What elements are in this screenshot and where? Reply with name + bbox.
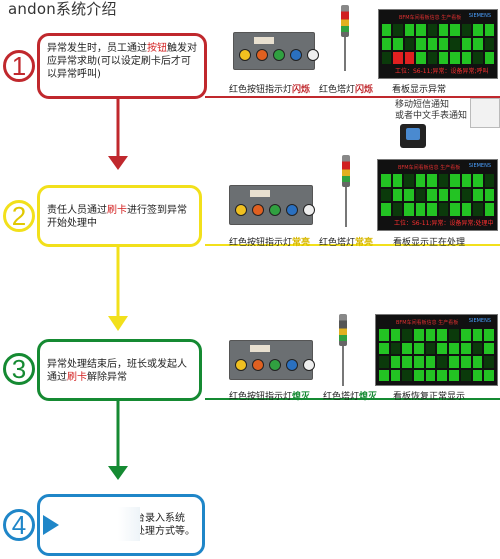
notify-line-1: 移动短信通知	[395, 100, 450, 110]
step-2-box: 责任人员通过刷卡进行签到异常开始处理中	[37, 185, 202, 247]
step-3-text-a: 异常处理结束后，班长或发起人通过	[47, 359, 187, 383]
sms-screenshot	[470, 98, 500, 128]
board-3-cells	[379, 329, 494, 381]
step-4-text-a: 台录入系统	[135, 513, 185, 524]
board-3-title: BFM车间看板信息 生产看板	[396, 320, 459, 326]
board-1: BFM车间看板信息 生产看板 SIEMENS 工位：S6-11;异常：设备异常;…	[378, 9, 498, 79]
andon-button-box-3	[229, 340, 315, 380]
tower-2-pole	[345, 187, 347, 227]
watch-screen	[406, 128, 420, 140]
step-1-number: 1	[3, 50, 35, 82]
step-4-box: 台录入系统 处理方式等。	[37, 494, 205, 556]
arrow-3-head	[108, 466, 128, 480]
arrow-1-head	[108, 156, 128, 170]
caption-s3-board: 看板恢复正常显示	[393, 392, 466, 402]
step-2-text-a: 责任人员通过	[47, 205, 107, 216]
device-plate	[250, 345, 270, 352]
step-1-text-b: 触发对应异常求助(可以设定刷卡后才可以异常呼叫)	[47, 43, 197, 80]
tower-3-pole	[342, 346, 344, 386]
device-buttons	[235, 204, 315, 216]
device-plate	[254, 37, 274, 44]
caption-s2-tower: 红色塔灯常亮	[319, 238, 374, 248]
device-plate	[250, 190, 270, 197]
step-1-text-a: 异常发生时，员工通过	[47, 43, 147, 54]
step-2-text-b: 进行签到异常开始处理中	[47, 205, 187, 229]
step-4-blurred-image	[118, 507, 140, 541]
caption-s3-button: 红色按钮指示灯熄灭	[229, 392, 311, 402]
notify-line-2: 或者中文手表通知	[395, 111, 468, 121]
caption-s2-button: 红色按钮指示灯常亮	[229, 238, 311, 248]
step-3-box: 异常处理结束后，班长或发起人通过刷卡解除异常	[37, 339, 202, 401]
step-1-highlight: 按钮	[147, 43, 167, 54]
step-2-number: 2	[3, 200, 35, 232]
device-buttons	[235, 359, 315, 371]
caption-s1-board: 看板显示异常	[392, 85, 447, 95]
step-1-box: 异常发生时，员工通过按钮触发对应异常求助(可以设定刷卡后才可以异常呼叫)	[37, 33, 207, 99]
board-1-cells	[382, 24, 494, 64]
board-2-logo: SIEMENS	[468, 163, 491, 169]
board-3: BFM车间看板信息 生产看板 SIEMENS	[375, 314, 498, 386]
caption-s1-tower: 红色塔灯闪烁	[319, 85, 374, 95]
tower-1-pole-top	[322, 0, 324, 6]
step-2-highlight: 刷卡	[107, 205, 127, 216]
step-4-number: 4	[3, 509, 35, 541]
board-1-title: BFM车间看板信息 生产看板	[399, 15, 462, 21]
board-2-status: 工位：S6-11;异常：设备异常;处理中	[394, 220, 494, 227]
board-3-logo: SIEMENS	[468, 318, 491, 324]
tower-light-3	[339, 314, 347, 346]
step-3-text-b: 解除异常	[87, 372, 127, 383]
tower-1-pole	[344, 37, 346, 71]
board-1-logo: SIEMENS	[468, 13, 491, 19]
step-3-number: 3	[3, 353, 35, 385]
caption-s3-tower: 红色塔灯熄灭	[323, 392, 378, 402]
arrow-2-head	[108, 316, 128, 331]
step-3-highlight: 刷卡	[67, 372, 87, 383]
andon-button-box-2	[229, 185, 315, 225]
tower-light-1	[341, 5, 349, 37]
andon-button-box-1	[233, 32, 319, 70]
caption-s1-button: 红色按钮指示灯闪烁	[229, 85, 311, 95]
step-4-text-b: 处理方式等。	[135, 526, 195, 537]
device-buttons	[239, 49, 319, 61]
step-4-pointer	[43, 515, 59, 535]
board-1-status: 工位：S6-11;异常：设备异常;呼叫	[395, 68, 489, 75]
tower-light-2	[342, 155, 350, 187]
board-2-cells	[381, 174, 494, 216]
board-2-title: BFM车间看板信息 生产看板	[398, 165, 461, 171]
caption-s2-board: 看板显示正在处理	[393, 238, 466, 248]
board-2: BFM车间看板信息 生产看板 SIEMENS 工位：S6-11;异常：设备异常;…	[377, 159, 498, 231]
page-title: andon系统介绍	[8, 0, 117, 18]
